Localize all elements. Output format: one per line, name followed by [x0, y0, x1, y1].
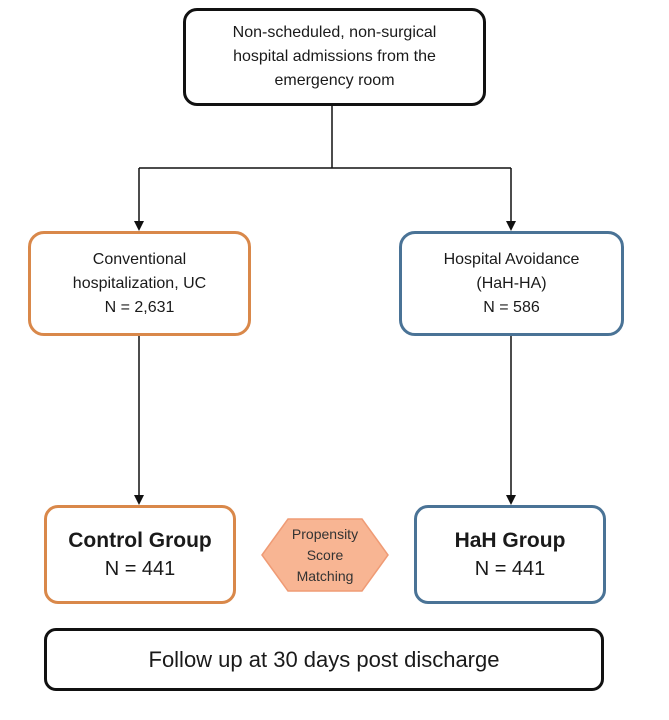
admissions-line-2: hospital admissions from the	[233, 48, 436, 65]
avoidance-line-2: (HaH-HA)	[476, 274, 547, 292]
control-group-count: N = 441	[104, 557, 176, 580]
hah-group-title: HaH Group	[454, 528, 566, 552]
control-group-box: Control Group N = 441	[44, 505, 236, 604]
propensity-matching-label: Propensity Score Matching	[262, 519, 388, 591]
conventional-line-2: hospitalization, UC	[72, 274, 207, 292]
admissions-line-3: emergency room	[274, 72, 395, 89]
follow-up-box: Follow up at 30 days post discharge	[44, 628, 604, 691]
follow-up-text: Follow up at 30 days post discharge	[148, 646, 500, 672]
hah-group-count: N = 441	[474, 557, 546, 580]
conventional-count: N = 2,631	[104, 298, 175, 316]
matching-line-1: Propensity	[291, 525, 359, 542]
conventional-hospitalization-box: Conventional hospitalization, UC N = 2,6…	[28, 231, 251, 336]
admissions-box: Non-scheduled, non-surgical hospital adm…	[183, 8, 486, 106]
avoidance-line-1: Hospital Avoidance	[443, 250, 580, 268]
control-group-title: Control Group	[68, 528, 212, 552]
matching-line-3: Matching	[296, 567, 354, 584]
branch-connector	[134, 106, 516, 231]
hah-group-box: HaH Group N = 441	[414, 505, 606, 604]
admissions-line-1: Non-scheduled, non-surgical	[232, 24, 437, 41]
conventional-line-1: Conventional	[92, 250, 187, 268]
avoidance-count: N = 586	[483, 298, 540, 316]
matching-line-2: Score	[306, 546, 344, 563]
propensity-matching-hexagon	[261, 518, 389, 592]
hospital-avoidance-box: Hospital Avoidance (HaH-HA) N = 586	[399, 231, 624, 336]
